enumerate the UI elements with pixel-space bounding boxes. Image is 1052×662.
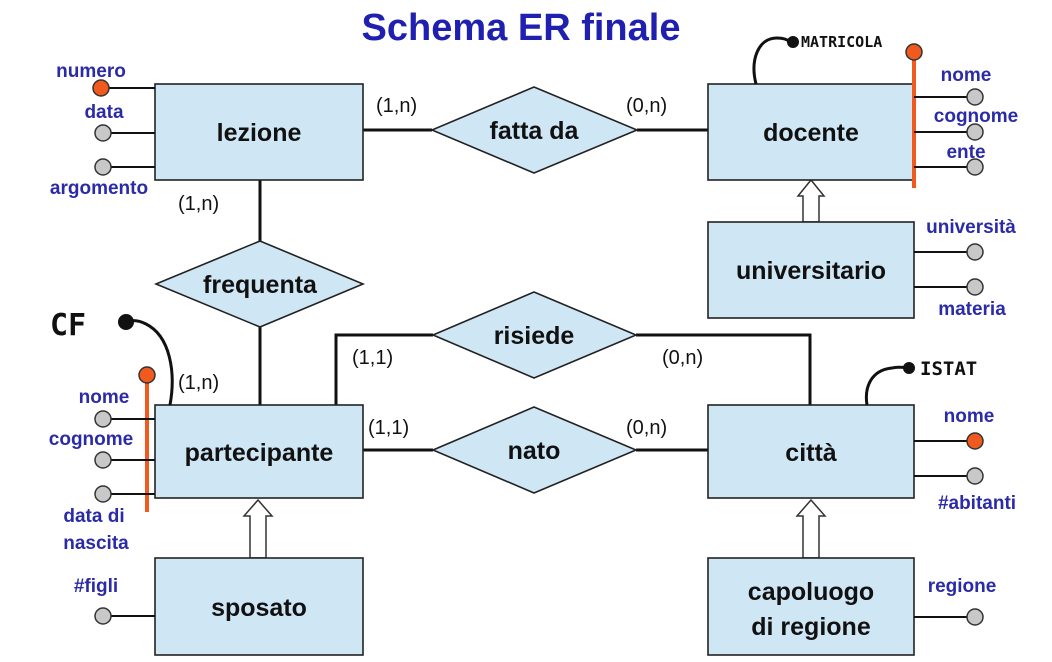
attribute-universitario-universita-label: università bbox=[926, 217, 1016, 238]
attribute-docente-nome[interactable]: nome bbox=[914, 65, 992, 106]
attribute-universitario-universita[interactable]: università bbox=[914, 217, 1016, 261]
cardinality-lezione-fatta-da: (1,n) bbox=[376, 95, 417, 117]
entity-citta-label: città bbox=[785, 439, 837, 467]
handwritten-istat: ISTAT bbox=[864, 358, 977, 406]
attribute-partecipante-data-di-nascita[interactable]: data di nascita bbox=[63, 485, 155, 554]
attribute-universitario-materia-label: materia bbox=[938, 299, 1006, 320]
handwritten-istat-label: ISTAT bbox=[920, 358, 977, 380]
isa-arrow-capoluogo-citta bbox=[795, 498, 827, 559]
entity-universitario-label: universitario bbox=[736, 257, 886, 285]
entity-capoluogo-label-line2: di regione bbox=[751, 613, 871, 641]
link-risiede-citta bbox=[636, 333, 812, 405]
attribute-partecipante-cognome-label: cognome bbox=[49, 429, 133, 450]
cardinality-partecipante-nato: (1,1) bbox=[368, 417, 409, 439]
attribute-docente-ente[interactable]: ente bbox=[914, 142, 986, 176]
attribute-capoluogo-regione[interactable]: regione bbox=[914, 576, 997, 626]
entity-partecipante[interactable]: partecipante bbox=[154, 404, 364, 499]
relationship-risiede[interactable]: risiede bbox=[430, 291, 639, 379]
attribute-docente-ente-label: ente bbox=[946, 142, 985, 163]
attribute-citta-abitanti[interactable]: #abitanti bbox=[914, 467, 1016, 514]
relationship-fatta-da[interactable]: fatta da bbox=[429, 86, 640, 174]
attribute-citta-nome[interactable]: nome bbox=[914, 406, 995, 450]
docente-key-dot bbox=[905, 43, 923, 61]
attribute-partecipante-data-di-label: data di bbox=[63, 506, 124, 527]
attribute-partecipante-nascita-label: nascita bbox=[63, 533, 129, 554]
entity-sposato-label: sposato bbox=[211, 594, 307, 622]
cardinality-citta-nato: (0,n) bbox=[626, 417, 667, 439]
entity-capoluogo-label-line1: capoluogo bbox=[748, 578, 874, 606]
attribute-lezione-numero-label: numero bbox=[56, 61, 126, 82]
entity-sposato[interactable]: sposato bbox=[154, 557, 364, 656]
attribute-lezione-numero[interactable]: numero bbox=[56, 61, 155, 97]
attribute-lezione-data[interactable]: data bbox=[84, 102, 155, 142]
relationship-nato[interactable]: nato bbox=[430, 406, 639, 494]
relationship-nato-label: nato bbox=[508, 437, 561, 465]
attribute-capoluogo-regione-label: regione bbox=[928, 576, 997, 597]
attribute-partecipante-nome-label: nome bbox=[79, 387, 130, 408]
attribute-partecipante-cognome[interactable]: cognome bbox=[49, 429, 155, 469]
relationship-risiede-label: risiede bbox=[494, 322, 575, 350]
attribute-citta-nome-label: nome bbox=[944, 406, 995, 427]
cardinality-partecipante-frequenta: (1,n) bbox=[178, 372, 219, 394]
attribute-docente-cognome-label: cognome bbox=[934, 106, 1018, 127]
isa-arrow-universitario-docente bbox=[796, 178, 826, 223]
cardinality-lezione-frequenta: (1,n) bbox=[178, 193, 219, 215]
entity-docente[interactable]: docente bbox=[707, 83, 915, 181]
relationship-frequenta[interactable]: frequenta bbox=[153, 240, 366, 328]
attribute-docente-nome-label: nome bbox=[941, 65, 992, 86]
attribute-lezione-argomento[interactable]: argomento bbox=[50, 158, 155, 199]
partecipante-key-dot bbox=[138, 366, 156, 384]
relationship-fatta-da-label: fatta da bbox=[490, 117, 580, 145]
isa-arrow-sposato-partecipante bbox=[242, 498, 274, 559]
handwritten-matricola: MATRICOLA bbox=[752, 33, 882, 85]
relationship-frequenta-label: frequenta bbox=[203, 271, 318, 299]
entity-citta[interactable]: città bbox=[707, 404, 915, 499]
entity-docente-label: docente bbox=[763, 119, 859, 147]
entity-universitario[interactable]: universitario bbox=[707, 221, 915, 319]
attribute-docente-cognome[interactable]: cognome bbox=[914, 106, 1018, 141]
entity-lezione[interactable]: lezione bbox=[154, 83, 364, 181]
entity-lezione-label: lezione bbox=[217, 119, 302, 147]
cardinality-docente-fatta-da: (0,n) bbox=[626, 95, 667, 117]
attribute-sposato-figli-label: #figli bbox=[74, 576, 118, 597]
handwritten-matricola-label: MATRICOLA bbox=[801, 33, 882, 51]
link-partecipante-risiede bbox=[334, 333, 433, 405]
entity-partecipante-label: partecipante bbox=[185, 439, 334, 467]
attribute-citta-abitanti-label: #abitanti bbox=[938, 493, 1016, 514]
diagram-title: Schema ER finale bbox=[362, 7, 681, 49]
cardinality-citta-risiede: (0,n) bbox=[662, 347, 703, 369]
attribute-sposato-figli[interactable]: #figli bbox=[74, 576, 155, 625]
attribute-lezione-data-label: data bbox=[84, 102, 124, 123]
attribute-universitario-materia[interactable]: materia bbox=[914, 278, 1006, 320]
handwritten-cf-label: CF bbox=[50, 308, 86, 343]
attribute-lezione-argomento-label: argomento bbox=[50, 178, 148, 199]
cardinality-partecipante-risiede: (1,1) bbox=[352, 347, 393, 369]
attribute-partecipante-nome[interactable]: nome bbox=[79, 387, 155, 428]
handwritten-cf: CF bbox=[50, 308, 174, 406]
entity-capoluogo-di-regione[interactable]: capoluogo di regione bbox=[707, 557, 915, 656]
